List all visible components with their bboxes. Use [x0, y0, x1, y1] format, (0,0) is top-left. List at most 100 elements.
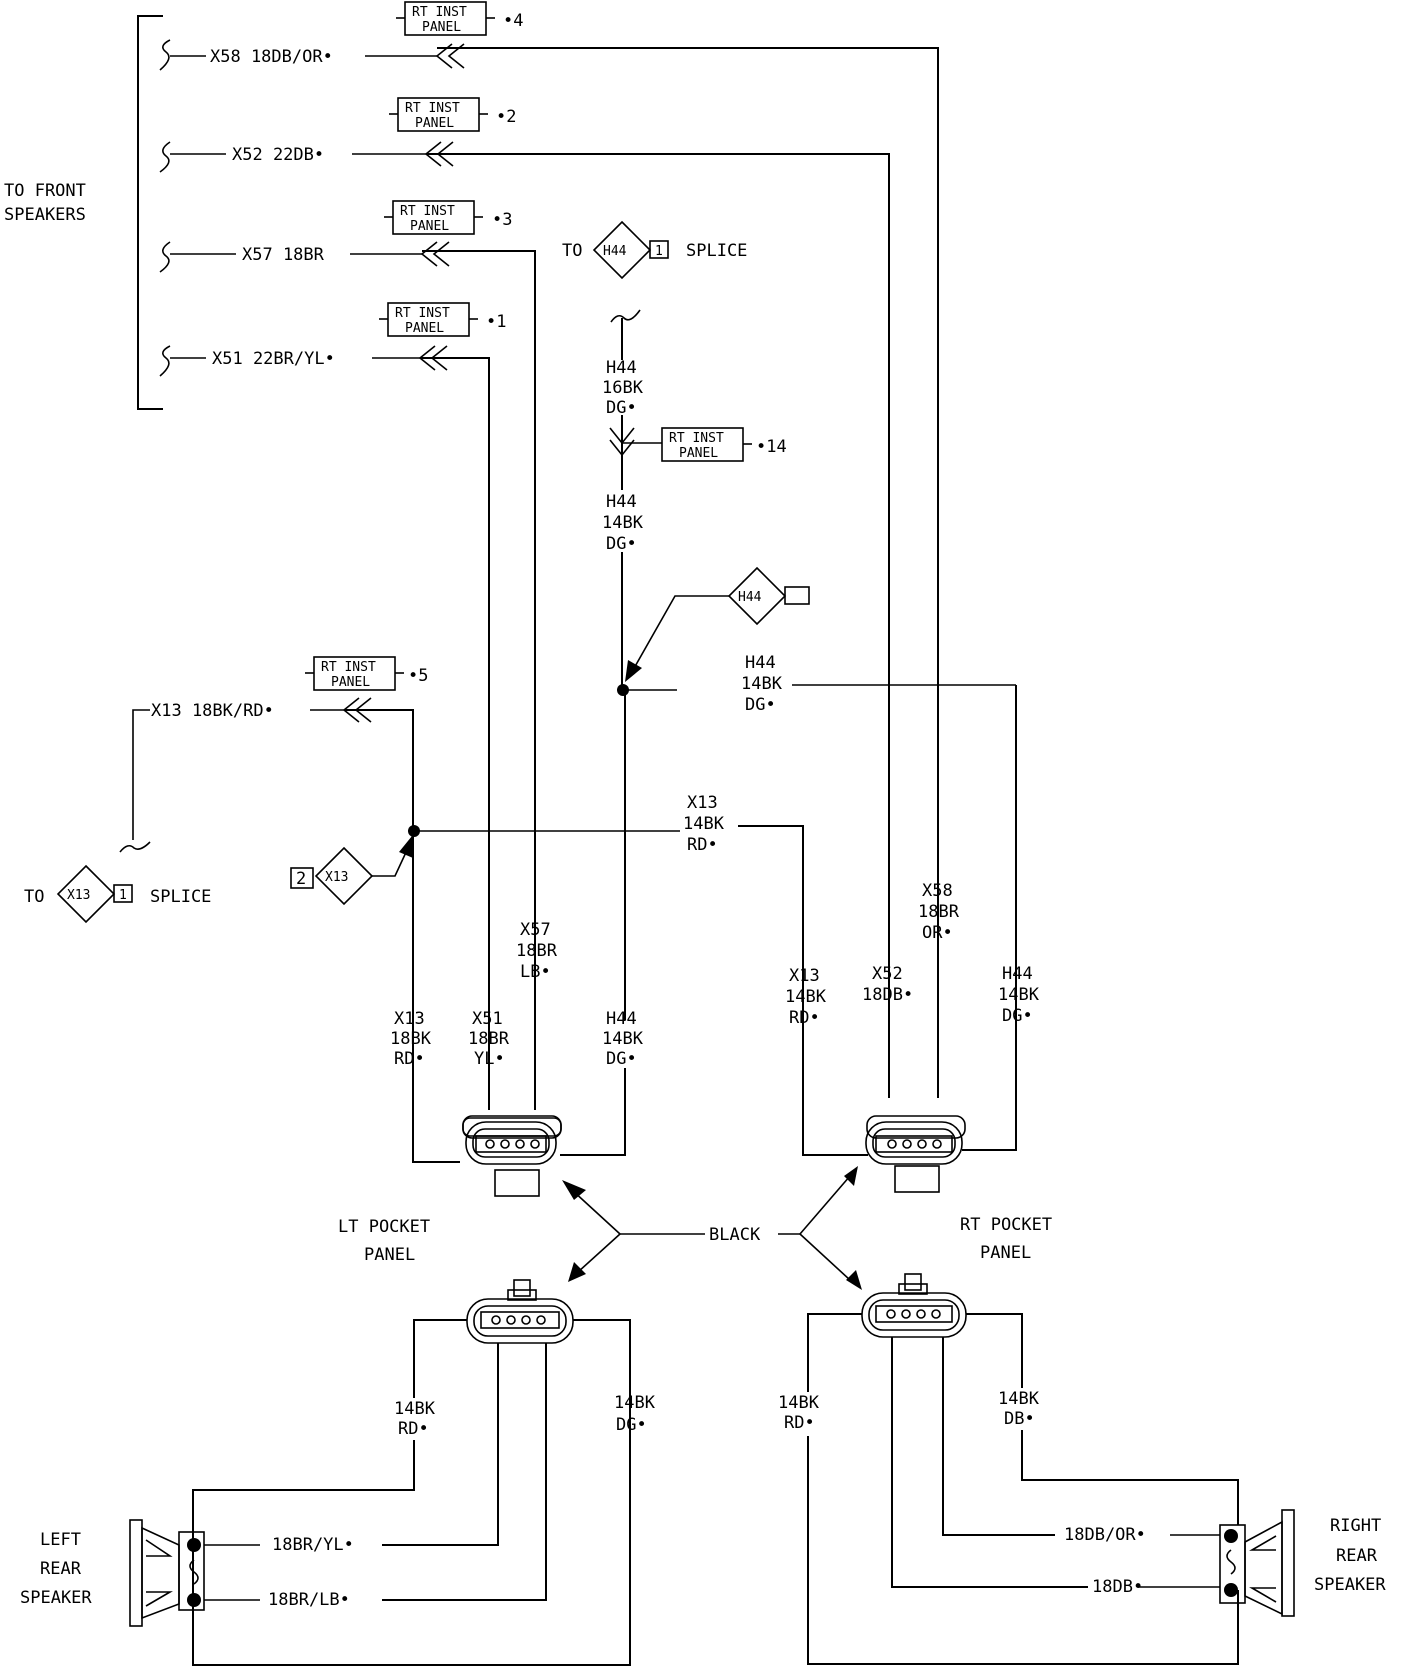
rt-inst-panel-connector-14: RT INST PANEL •14	[661, 427, 787, 462]
panel-label: PANEL	[415, 116, 454, 131]
rt-inst-panel-connector-3: RT INST PANEL •3	[384, 200, 512, 235]
right-speaker-label-2: REAR	[1336, 1546, 1378, 1566]
rt-inst-panel-connector-4: RT INST PANEL •4	[396, 1, 523, 36]
rt-wire-x58-gauge: 18BR	[918, 902, 960, 922]
wire-x13-front-label: X13 18BK/RD•	[151, 701, 274, 721]
lt-wire-x51-color: YL•	[474, 1049, 505, 1069]
rt-inst-label: RT INST	[395, 306, 450, 321]
lt-pocket-connector-upper	[462, 1115, 562, 1197]
lt-wire-x51-code: X51	[472, 1009, 503, 1029]
front-speakers-label-2: SPEAKERS	[4, 205, 86, 225]
left-speaker-label-1: LEFT	[40, 1530, 81, 1550]
wire-x57-front-label: X57 18BR	[242, 245, 325, 265]
rt-inst-label: RT INST	[405, 101, 460, 116]
right-rear-speaker: 18DB/OR• 18DB• RIGHT REAR SPEAKER	[1064, 1509, 1386, 1617]
rt-pocket-connector-lower	[861, 1273, 967, 1338]
x13-branch-code: X13	[687, 793, 718, 813]
x13-splice-text: SPLICE	[150, 887, 211, 907]
wire-x51-front-label: X51 22BR/YL•	[212, 349, 335, 369]
lt-wire-h44-color: DG•	[606, 1049, 637, 1069]
h44-branch-gauge: 14BK	[741, 674, 783, 694]
left-speaker-wire-yl: 18BR/YL•	[272, 1535, 354, 1555]
left-lower-wires: 14BK RD• 14BK DG•	[192, 1319, 656, 1666]
x13-splice-pin: 1	[119, 888, 127, 903]
x13-marker-code: X13	[325, 870, 348, 885]
left-speaker-wire-lb: 18BR/LB•	[268, 1590, 350, 1610]
rt-inst-label: RT INST	[412, 5, 467, 20]
wire-x58-front-label: X58 18DB/OR•	[210, 47, 333, 67]
lt-wire-x57-gauge: 18BR	[516, 941, 558, 961]
rt-inst-label: RT INST	[321, 660, 376, 675]
h44-lower-gauge: 14BK	[602, 513, 644, 533]
panel-label: PANEL	[405, 321, 444, 336]
black-label: BLACK	[709, 1225, 761, 1245]
lt-wire-x13-gauge: 18BK	[390, 1029, 432, 1049]
rt-pocket-label-2: PANEL	[980, 1243, 1031, 1263]
h44-branch-code: H44	[745, 653, 776, 673]
h44-top-splice: TO H44 1 SPLICE	[562, 220, 747, 323]
panel-label: PANEL	[410, 219, 449, 234]
rt-wire-labels: X13 14BK RD• X52 18DB• X58 18BR OR•	[785, 881, 960, 1028]
front-speakers-label-1: TO FRONT	[4, 181, 86, 201]
lt-wire-x13-code: X13	[394, 1009, 425, 1029]
rt-lower-db-color: DB•	[1004, 1409, 1035, 1429]
rt-wire-x58-code: X58	[922, 881, 953, 901]
rt-pocket-label-1: RT POCKET	[960, 1215, 1052, 1235]
right-lower-wires: 14BK RD• 14BK DB•	[778, 1313, 1239, 1665]
wire-x52-front-label: X52 22DB•	[232, 145, 324, 165]
panel-label: PANEL	[679, 446, 718, 461]
left-speaker-label-3: SPEAKER	[20, 1588, 92, 1608]
rt-wire-x52-code: X52	[872, 964, 903, 984]
lt-wire-x57-color: LB•	[520, 962, 551, 982]
wire-x52-front: X52 22DB• RT INST PANEL •2	[159, 97, 890, 1098]
rt-lower-db-gauge: 14BK	[998, 1389, 1040, 1409]
lt-wire-h44-gauge: 14BK	[602, 1029, 644, 1049]
h44-splice-code: H44	[603, 244, 627, 259]
wire-x13-front: RT INST PANEL •5 X13 18BK/RD• X13 14BK R…	[24, 656, 868, 1163]
lt-lower-rd-color: RD•	[398, 1419, 429, 1439]
right-speaker-label-3: SPEAKER	[1314, 1575, 1386, 1595]
left-speaker-label-2: REAR	[40, 1559, 82, 1579]
pin-label-2: •2	[496, 107, 516, 127]
lt-pocket-label-1: LT POCKET	[338, 1217, 430, 1237]
h44-upper-gauge: 16BK	[602, 378, 644, 398]
wire-h44-main: H44 16BK DG• RT INST PANEL •14 H44 14BK …	[560, 318, 787, 1156]
right-speaker-wire-or: 18DB/OR•	[1064, 1525, 1146, 1545]
lt-wire-x57-code: X57	[520, 920, 551, 940]
rt-inst-panel-connector-1: RT INST PANEL •1	[379, 302, 506, 337]
pin-label-14: •14	[756, 437, 787, 457]
h44-upper-code: H44	[606, 358, 637, 378]
rt-lower-rd-color: RD•	[784, 1413, 815, 1433]
rt-wire-x13-color: RD•	[789, 1008, 820, 1028]
panel-label: PANEL	[422, 20, 461, 35]
lt-wire-h44-code: H44	[606, 1009, 637, 1029]
lt-pocket-connector-lower	[466, 1279, 574, 1344]
h44-lower-color: DG•	[606, 534, 637, 554]
h44-splice-point: H44 14BK DG• H44	[617, 566, 1017, 1151]
lt-lower-rd-gauge: 14BK	[394, 1399, 436, 1419]
h44-marker-code: H44	[738, 590, 762, 605]
x13-branch-color: RD•	[687, 835, 718, 855]
rt-lower-rd-gauge: 14BK	[778, 1393, 820, 1413]
h44-splice-text: SPLICE	[686, 241, 747, 261]
lt-wire-x51-gauge: 18BR	[468, 1029, 510, 1049]
rt-wire-x13-gauge: 14BK	[785, 987, 827, 1007]
pin-label-4: •4	[503, 11, 523, 31]
x13-splice-to: TO	[24, 887, 44, 907]
panel-label: PANEL	[331, 675, 370, 690]
lt-lower-dg-gauge: 14BK	[614, 1393, 656, 1413]
wire-x58-front: X58 18DB/OR• RT INST PANEL •4	[159, 1, 939, 1098]
h44-splice-pin: 1	[655, 244, 663, 259]
h44-branch-color: DG•	[745, 695, 776, 715]
lt-pocket-label-2: PANEL	[364, 1245, 415, 1265]
rt-wire-h44: H44 14BK DG•	[998, 964, 1040, 1026]
right-speaker-label-1: RIGHT	[1330, 1516, 1381, 1536]
front-speakers-bracket: TO FRONT SPEAKERS	[4, 15, 163, 410]
wire-x57-front: X57 18BR RT INST PANEL •3	[159, 200, 536, 1110]
pin-label-5: •5	[408, 666, 428, 686]
rt-inst-label: RT INST	[400, 204, 455, 219]
x13-marker-pin: 2	[296, 869, 306, 889]
x13-branch-gauge: 14BK	[683, 814, 725, 834]
rt-wire-h44-gauge: 14BK	[998, 985, 1040, 1005]
